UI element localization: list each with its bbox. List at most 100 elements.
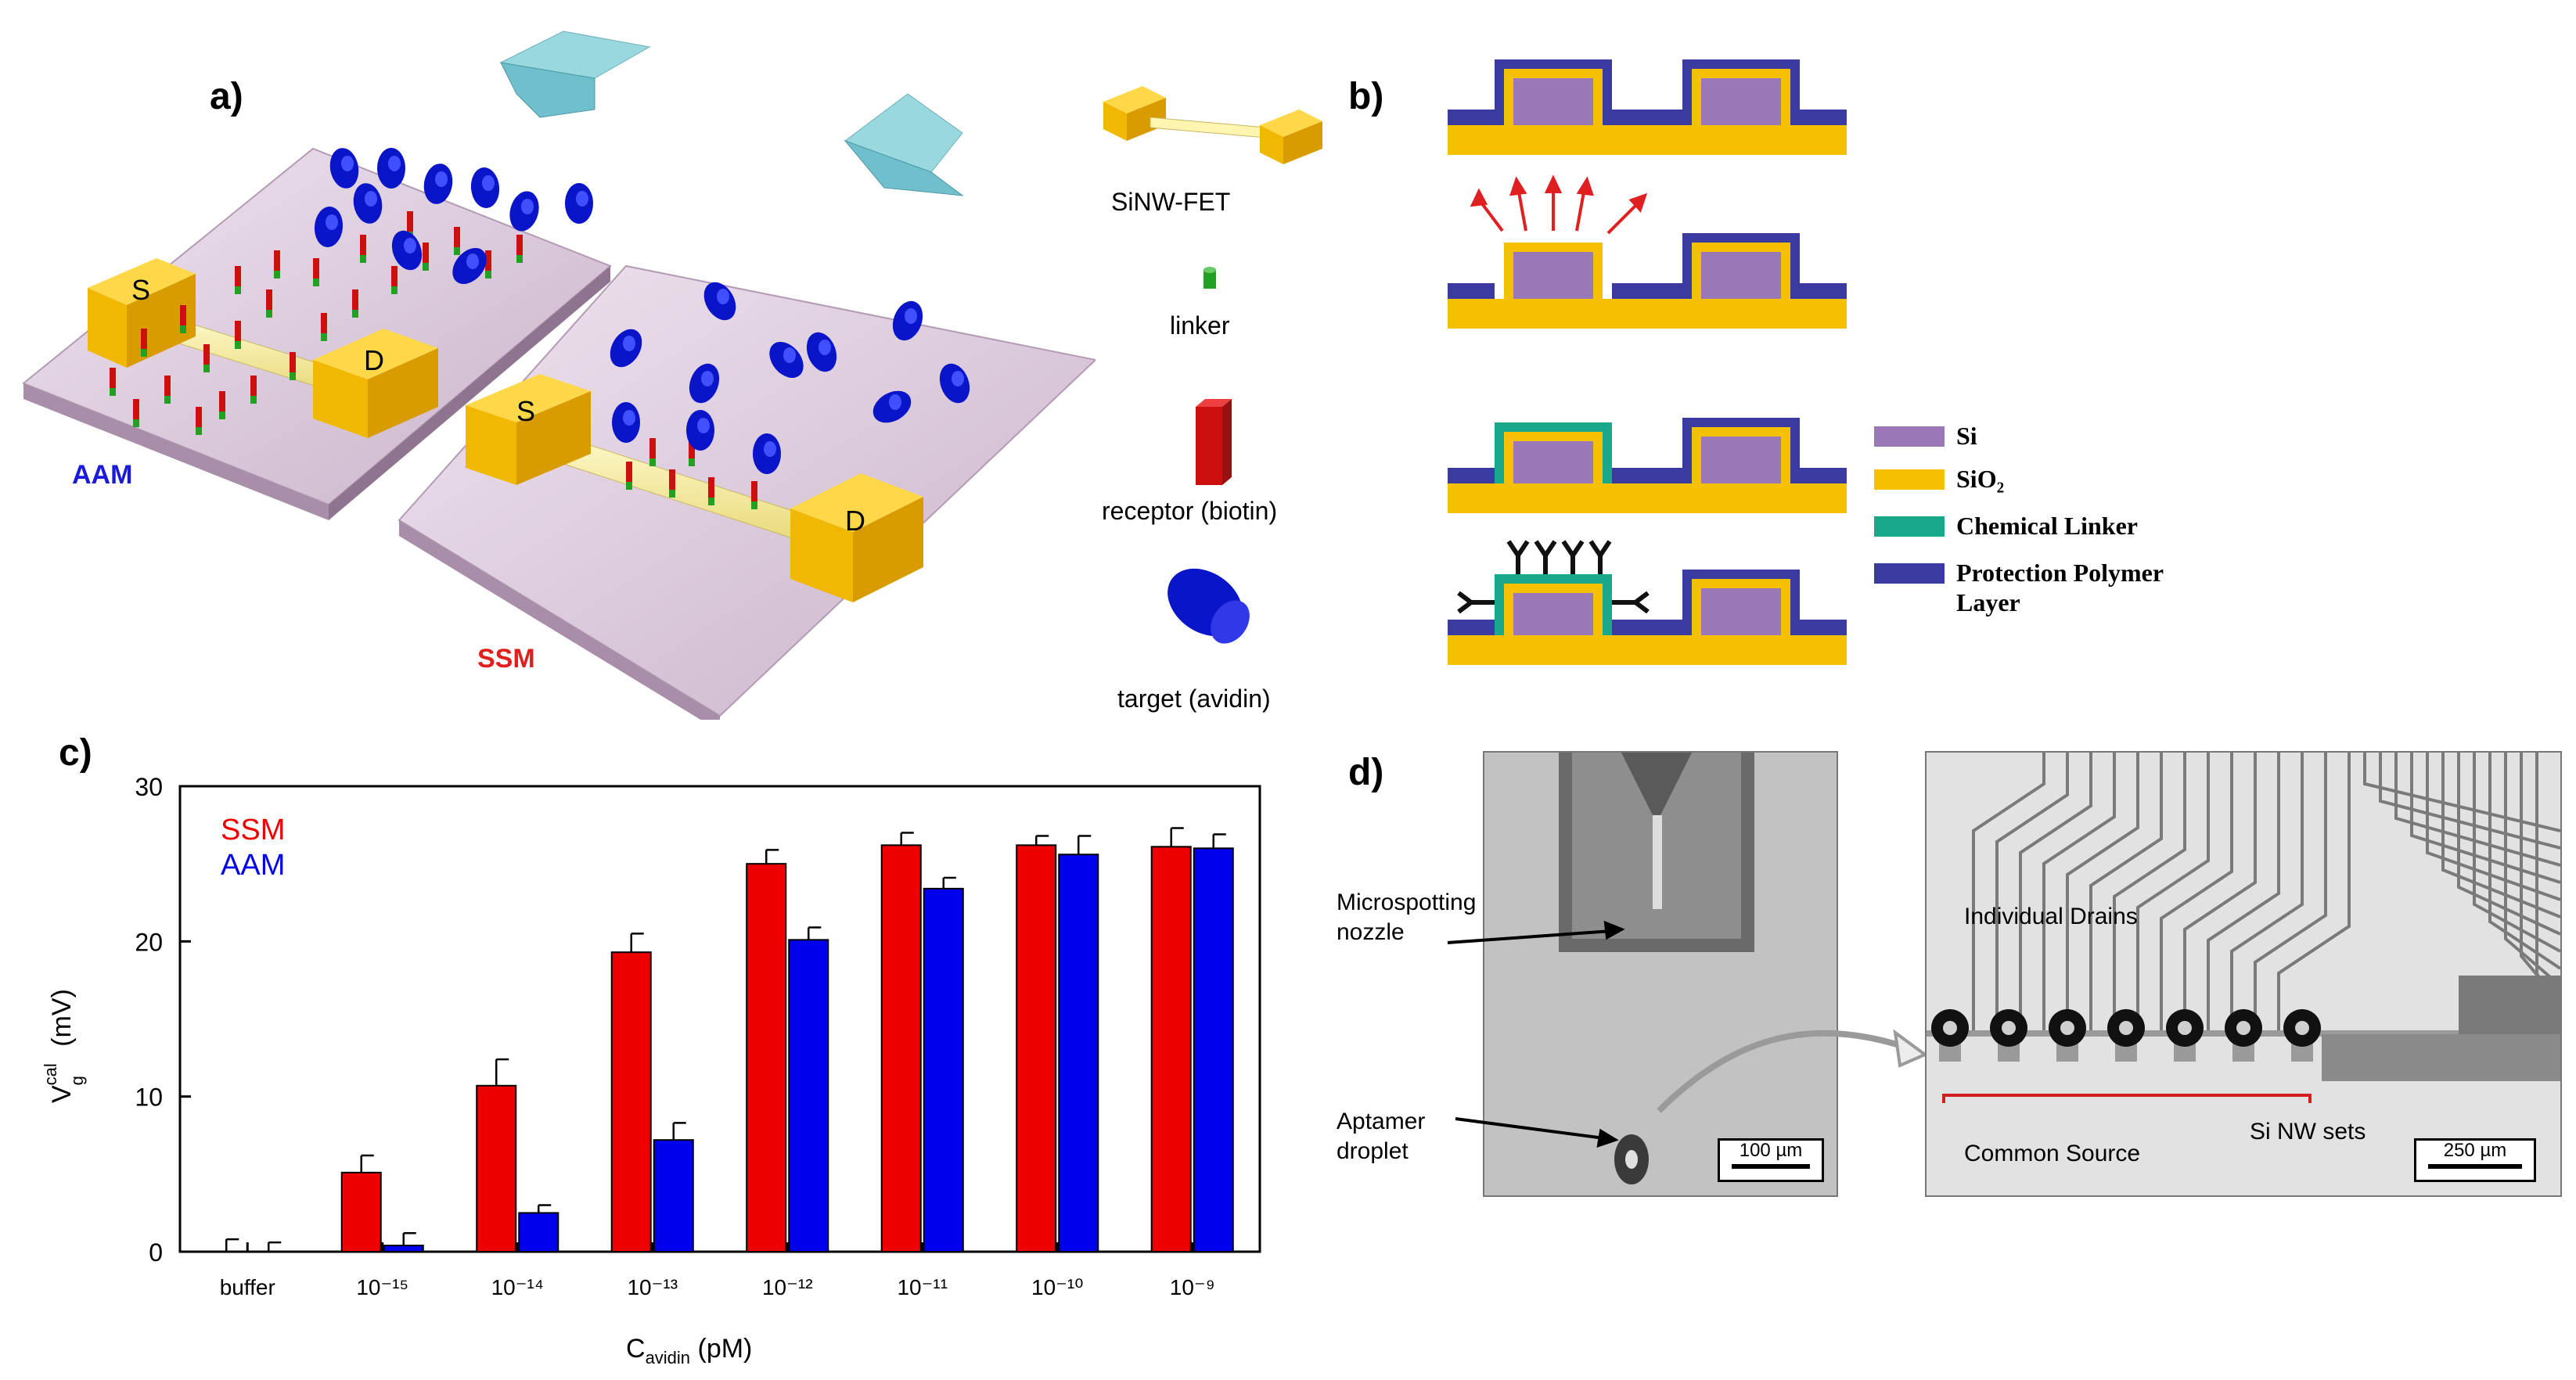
plot-frame: [178, 785, 1261, 1253]
ssm-targets: [610, 282, 970, 474]
receptor: [235, 266, 241, 286]
nozzle-micrograph: [1483, 751, 1838, 1197]
aptamer-spot-center: [2060, 1021, 2074, 1035]
legend-sinw-fet-label: SiNW-FET: [1111, 188, 1231, 216]
x-label-unit: (pM): [690, 1334, 753, 1364]
receptor: [250, 376, 257, 396]
linker: [689, 458, 695, 466]
drain-trace: [2066, 753, 2139, 1030]
drains-label: Individual Drains: [1964, 904, 2138, 929]
aam-source-label: S: [131, 274, 151, 306]
ssm-receptors: [626, 438, 757, 509]
x-tick-label: buffer: [220, 1275, 275, 1299]
scale-250um-line: [2428, 1164, 2522, 1169]
step-3-linker: [1448, 418, 1847, 513]
legend-linker-swatch: [1874, 516, 1945, 537]
ssm-substrate: [398, 264, 1096, 720]
drain-lines: [1972, 753, 2560, 1030]
pointer-arrows: [1447, 920, 1625, 1148]
ssm-sinw-fet: [466, 374, 923, 602]
drain-trace: [2457, 753, 2560, 936]
drain-trace: [2089, 753, 2163, 1030]
legend-polymer-label: Protection Polymer Layer: [1956, 559, 2164, 617]
bar-aam: [1193, 847, 1234, 1253]
avidin-highlight: [482, 175, 495, 191]
drain-trace: [2426, 753, 2560, 901]
ssm-source-label: S: [516, 395, 536, 427]
y-tick-label: 0: [149, 1238, 163, 1267]
aam-label: AAM: [72, 460, 133, 490]
avidin-highlight: [435, 171, 448, 187]
droplet-row: [1931, 1009, 2321, 1062]
legend-sio2-swatch: [1874, 469, 1945, 490]
linker: [196, 427, 202, 435]
step-1-protected: [1448, 59, 1847, 155]
aptamer-spot-center: [2119, 1021, 2133, 1035]
receptor: [274, 250, 280, 271]
receptor-icon: [1196, 399, 1232, 485]
scale-100um-line: [1732, 1164, 1810, 1169]
avidin-highlight: [466, 253, 479, 269]
scale-250um-text: 250 µm: [2443, 1140, 2507, 1161]
avidin-highlight: [952, 371, 964, 386]
ssm-label: SSM: [477, 644, 535, 674]
etch-arrows: [1470, 174, 1648, 235]
common-source-label: Common Source: [1964, 1141, 2141, 1166]
floating-block-1: [499, 31, 651, 118]
nozzle-drawing: [1484, 753, 1837, 1195]
linker: [250, 396, 257, 404]
bar-aam: [653, 1139, 694, 1253]
transfer-arrowhead: [1893, 1029, 1928, 1068]
receptor: [164, 376, 171, 396]
legend-chemical-linker-label: Chemical Linker: [1956, 512, 2138, 540]
drain-trace: [2535, 753, 2560, 1021]
drain-trace: [2207, 753, 2280, 1030]
receptor: [219, 391, 225, 411]
x-tick-label: 10⁻¹⁰: [1031, 1275, 1083, 1299]
fabrication-steps: [1448, 59, 1847, 665]
target-icon: [1167, 568, 1250, 644]
drain-trace: [2473, 753, 2560, 953]
linker: [321, 333, 327, 341]
aam-sinw-fet: [88, 258, 438, 438]
linker: [180, 325, 186, 333]
linker: [110, 388, 116, 396]
receptor: [196, 407, 202, 427]
legend-polymer-swatch: [1874, 563, 1945, 584]
receptor: [141, 329, 147, 349]
avidin-highlight: [905, 308, 917, 324]
linker: [485, 271, 491, 279]
legend-si-label: Si: [1956, 422, 1977, 450]
receptor: [407, 211, 413, 232]
receptor: [423, 243, 429, 263]
x-label-main: C: [626, 1334, 646, 1364]
y-tick-label: 20: [135, 928, 163, 956]
panel-b-letter: b): [1348, 76, 1384, 117]
linker: [516, 255, 523, 263]
aptamer-spot-center: [2236, 1021, 2250, 1035]
aptamer-spot-center: [2295, 1021, 2309, 1035]
x-label-sub: avidin: [645, 1347, 691, 1367]
legend-linker-label: linker: [1170, 311, 1230, 340]
linker: [360, 255, 366, 263]
si-nw-sets-label: Si NW sets: [2250, 1119, 2366, 1145]
bar-ssm: [1016, 844, 1057, 1253]
avidin-highlight: [521, 199, 534, 214]
receptor: [360, 235, 366, 255]
aptamer-spot-center: [1943, 1021, 1957, 1035]
bar-ssm: [476, 1084, 517, 1252]
bar-ssm: [746, 863, 787, 1253]
receptor: [266, 289, 272, 310]
panel-d-letter: d): [1348, 752, 1384, 793]
linker: [708, 498, 714, 505]
linker: [313, 279, 319, 286]
drain-trace: [2113, 753, 2186, 1030]
linker-icon: [1203, 267, 1216, 289]
bars: [207, 844, 1234, 1253]
scale-bar-100um: 100 µm: [1718, 1138, 1824, 1182]
error-bars: [225, 827, 1226, 1252]
linker: [274, 271, 280, 279]
linker: [133, 419, 139, 427]
array-micrograph: [1925, 751, 2562, 1197]
